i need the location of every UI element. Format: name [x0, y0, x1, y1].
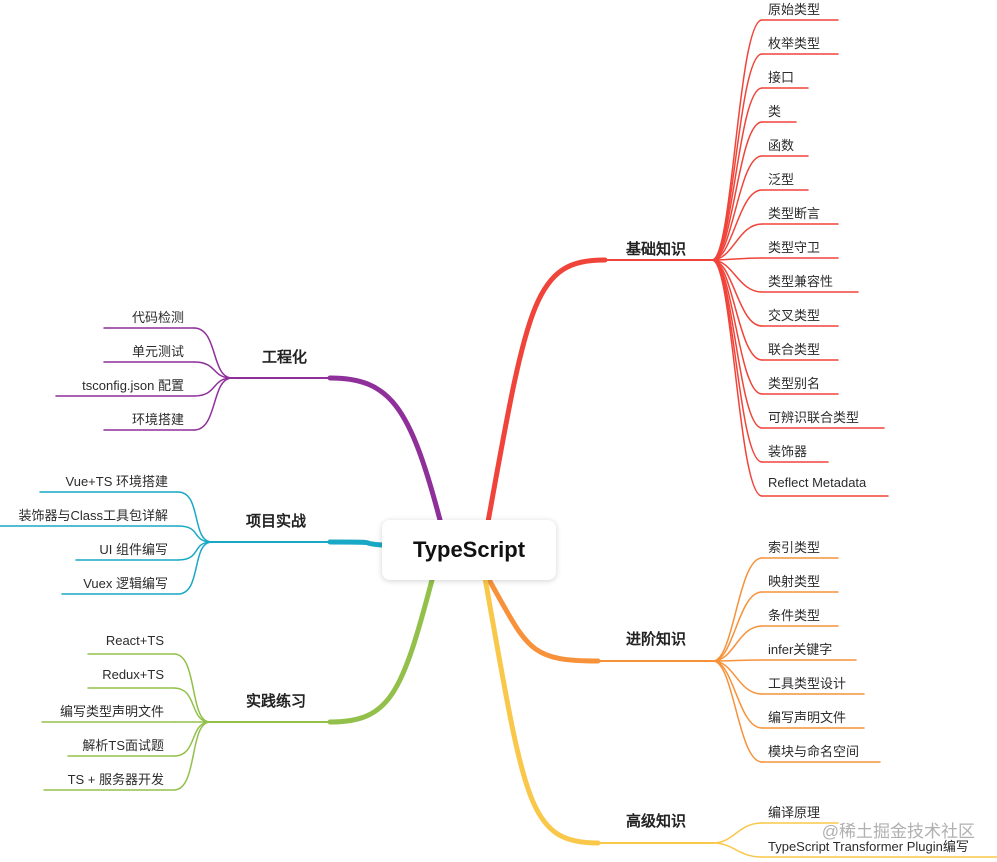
- basics-leaf[interactable]: 类型守卫: [768, 240, 821, 255]
- projects-branch-label[interactable]: 项目实战: [246, 513, 307, 530]
- advanced-leaf[interactable]: 映射类型: [768, 574, 821, 589]
- practice-leaf-link: [173, 653, 211, 723]
- projects-leaf-link: [177, 541, 213, 561]
- basics-leaf[interactable]: 装饰器: [768, 444, 808, 459]
- basics-leaf[interactable]: 接口: [768, 70, 795, 85]
- practice-leaf[interactable]: React+TS: [105, 633, 164, 648]
- practice-branch-label[interactable]: 实践练习: [246, 693, 307, 710]
- expert-branch-label[interactable]: 高级知识: [626, 813, 687, 830]
- basics-leaf-link: [711, 189, 763, 261]
- advanced-trunk: [485, 575, 601, 664]
- basics-leaf[interactable]: 泛型: [768, 172, 795, 187]
- basics-leaf-link: [711, 121, 763, 261]
- practice-leaf-link: [173, 687, 211, 723]
- engineering-leaf-link: [193, 361, 233, 379]
- watermark: @稀土掘金技术社区: [821, 822, 975, 841]
- basics-leaf-link: [711, 259, 763, 361]
- basics-leaf[interactable]: 类型兼容性: [768, 274, 834, 289]
- basics-branch-label[interactable]: 基础知识: [626, 241, 687, 258]
- projects-leaf-link: [177, 491, 213, 543]
- basics-leaf[interactable]: 原始类型: [768, 2, 821, 17]
- advanced-leaf[interactable]: 条件类型: [768, 608, 821, 623]
- basics-leaf[interactable]: 类型断言: [768, 206, 821, 221]
- advanced-leaf[interactable]: infer关键字: [768, 642, 833, 657]
- projects-leaf[interactable]: UI 组件编写: [99, 542, 168, 557]
- advanced-leaf-link: [712, 557, 763, 662]
- basics-leaf[interactable]: 函数: [768, 138, 795, 153]
- advanced-leaf-link: [712, 660, 763, 763]
- engineering-leaf[interactable]: tsconfig.json 配置: [82, 378, 184, 393]
- projects-leaf[interactable]: 装饰器与Class工具包详解: [18, 508, 168, 523]
- advanced-leaf[interactable]: 模块与命名空间: [768, 744, 860, 759]
- basics-leaf-link: [711, 223, 763, 261]
- engineering-leaf-link: [193, 327, 233, 379]
- engineering-branch-label[interactable]: 工程化: [262, 349, 308, 366]
- practice-leaf-link: [173, 721, 211, 757]
- expert-leaf-link: [712, 822, 763, 844]
- advanced-leaf[interactable]: 编写声明文件: [768, 710, 847, 725]
- practice-leaf[interactable]: 解析TS面试题: [82, 738, 164, 753]
- engineering-leaf[interactable]: 环境搭建: [131, 412, 184, 427]
- engineering-trunk: [327, 375, 443, 523]
- engineering-leaf-link: [193, 377, 233, 397]
- projects-leaf[interactable]: Vue+TS 环境搭建: [65, 474, 168, 489]
- expert-leaf[interactable]: 编译原理: [768, 805, 821, 820]
- basics-leaf[interactable]: 类型别名: [768, 376, 821, 391]
- basics-leaf[interactable]: 类: [768, 104, 782, 119]
- engineering-leaf-link: [193, 377, 233, 431]
- root-label: TypeScript: [412, 537, 526, 562]
- advanced-leaf-link: [712, 625, 763, 662]
- basics-leaf[interactable]: 枚举类型: [768, 36, 821, 51]
- advanced-branch-label[interactable]: 进阶知识: [626, 631, 687, 648]
- practice-leaf-link: [173, 721, 211, 791]
- practice-trunk: [327, 577, 435, 725]
- engineering-leaf[interactable]: 代码检测: [131, 310, 184, 325]
- advanced-leaf[interactable]: 工具类型设计: [768, 676, 847, 691]
- engineering-leaf[interactable]: 单元测试: [131, 344, 184, 359]
- projects-leaf-link: [177, 541, 213, 595]
- advanced-leaf-link: [712, 591, 763, 662]
- projects-leaf-link: [177, 525, 213, 543]
- projects-trunk: [327, 539, 385, 548]
- basics-leaf-link: [711, 259, 763, 497]
- basics-leaf-link: [711, 87, 763, 261]
- expert-trunk: [482, 575, 601, 846]
- basics-leaf-link: [711, 53, 763, 261]
- practice-leaf[interactable]: Redux+TS: [102, 667, 164, 682]
- basics-leaf-link: [711, 155, 763, 261]
- expert-leaf[interactable]: TypeScript Transformer Plugin编写: [768, 839, 969, 854]
- practice-leaf[interactable]: TS + 服务器开发: [67, 772, 164, 787]
- basics-leaf[interactable]: 交叉类型: [768, 308, 821, 323]
- basics-trunk: [485, 257, 608, 525]
- practice-leaf[interactable]: 编写类型声明文件: [59, 704, 164, 719]
- expert-leaf-link: [712, 842, 763, 858]
- advanced-leaf[interactable]: 索引类型: [768, 540, 821, 555]
- root-node[interactable]: TypeScript: [382, 520, 556, 580]
- basics-leaf[interactable]: Reflect Metadata: [768, 475, 867, 490]
- basics-leaf[interactable]: 可辨识联合类型: [768, 410, 860, 425]
- basics-leaf[interactable]: 联合类型: [768, 342, 821, 357]
- projects-leaf[interactable]: Vuex 逻辑编写: [83, 576, 168, 591]
- basics-leaf-link: [711, 259, 763, 429]
